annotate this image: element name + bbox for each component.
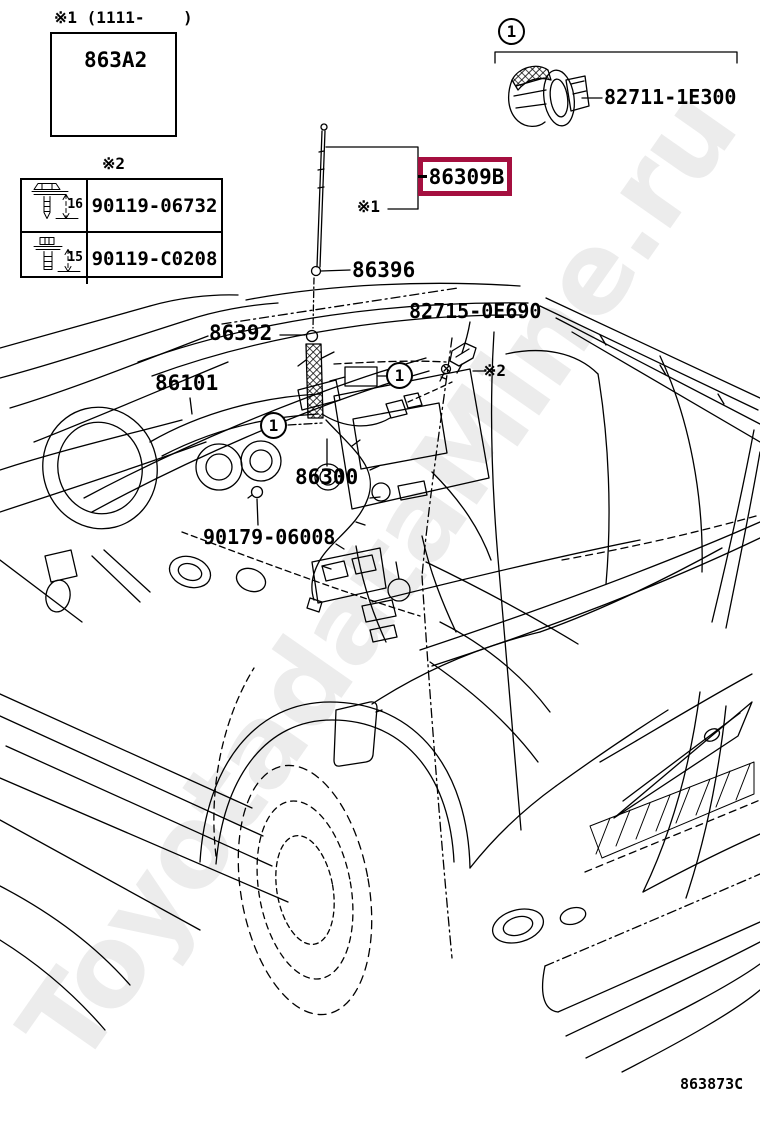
antenna-cord — [311, 419, 372, 601]
step-plate-hatch — [589, 761, 755, 859]
rear-wheel — [199, 701, 471, 1016]
antenna-mast — [316, 130, 323, 268]
part-label-86300[interactable]: 86300 — [295, 465, 359, 489]
bolt-cell-1: 16 — [22, 180, 88, 233]
highlighted-part-box[interactable]: 86309B — [418, 157, 512, 196]
part-label-86392[interactable]: 86392 — [209, 321, 273, 345]
part-label-863a2[interactable]: 863A2 — [84, 48, 148, 72]
nut-mark — [250, 485, 264, 499]
leader-lines — [189, 51, 738, 526]
pillar-lines — [421, 331, 760, 629]
part-label-90179-06008[interactable]: 90179-06008 — [203, 525, 336, 549]
part-label-86101[interactable]: 86101 — [155, 371, 219, 395]
bumper-lines — [491, 873, 760, 1073]
mast-tip — [320, 123, 328, 131]
bolt-length-dim: 16 — [67, 197, 83, 212]
bolt-cell-2: 15 — [22, 233, 88, 284]
windshield-lines — [0, 294, 279, 443]
diagram-code: 863873C — [680, 1075, 744, 1093]
bolt-length-dim: 15 — [67, 250, 83, 265]
clamp-note: ※2 — [483, 361, 507, 380]
tailgate-lines — [584, 673, 760, 899]
fastener-table: 16 90119-06732 15 90119-C0208 — [20, 178, 223, 284]
part-label-90119-06732[interactable]: 90119-06732 — [88, 180, 221, 233]
part-label-90119-c0208[interactable]: 90119-C0208 — [91, 247, 218, 270]
mast-grommet-mark — [310, 265, 322, 277]
grommet-drawing — [507, 65, 590, 128]
roof-rail-lines — [539, 297, 760, 443]
callout-badge-1-left[interactable]: 1 — [260, 412, 287, 439]
callout-badge-1-right[interactable]: 1 — [386, 362, 413, 389]
quarter-panel-lines — [371, 547, 723, 869]
fastener-table-note: ※2 — [102, 154, 126, 173]
part-label-82715-0e690[interactable]: 82715-0E690 — [409, 299, 542, 323]
base-seal-ball — [305, 329, 319, 343]
part-label-86396[interactable]: 86396 — [352, 258, 416, 282]
roof-lines — [137, 282, 529, 377]
bolt-icon — [33, 237, 81, 272]
inset-box — [50, 32, 177, 137]
inset-note: ※1 (1111- ) — [54, 8, 193, 27]
part-label-82711-1e300[interactable]: 82711-1E300 — [604, 85, 737, 109]
highlight-note: ※1 — [357, 197, 381, 216]
nav-screen — [352, 402, 448, 470]
cowl-hinge-lines — [0, 419, 267, 623]
antenna-base — [305, 343, 324, 419]
steering-wheel — [42, 406, 158, 530]
bolt-icon — [31, 183, 79, 219]
fuel-door — [333, 701, 383, 767]
callout-badge-1-top[interactable]: 1 — [498, 18, 525, 45]
antenna-assembly — [297, 123, 453, 613]
dashboard — [42, 357, 551, 763]
screw-mark — [440, 363, 452, 375]
door-rocker-lines — [0, 569, 522, 1031]
